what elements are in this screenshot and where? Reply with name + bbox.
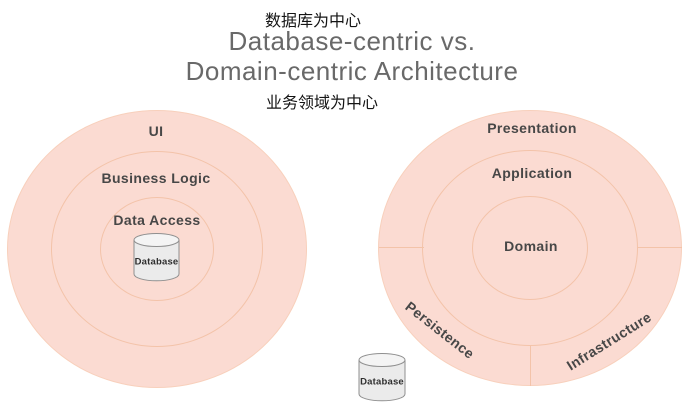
right-database-label: Database bbox=[360, 376, 404, 388]
sector-divider-left bbox=[379, 247, 424, 248]
left-ring-label-ui: UI bbox=[148, 123, 164, 139]
sector-divider-right bbox=[637, 247, 682, 248]
page-title: Database-centric vs. Domain-centric Arch… bbox=[112, 26, 592, 86]
database-cylinder-icon: Database bbox=[133, 232, 180, 282]
external-database-cylinder-icon: Database bbox=[358, 352, 406, 402]
sector-divider-bottom bbox=[530, 346, 531, 386]
right-ring-label-domain: Domain bbox=[504, 238, 558, 254]
right-ring-label-application: Application bbox=[491, 165, 573, 181]
title-line-2: Domain-centric Architecture bbox=[185, 56, 519, 86]
database-cylinder-shape bbox=[358, 353, 406, 402]
left-database-label: Database bbox=[134, 256, 179, 268]
right-inner-ring bbox=[472, 196, 588, 300]
left-ring-label-business-logic: Business Logic bbox=[101, 170, 211, 186]
left-ring-label-data-access: Data Access bbox=[113, 212, 201, 228]
title-line-1: Database-centric vs. bbox=[228, 26, 476, 56]
database-cylinder-shape bbox=[133, 233, 180, 282]
caption-database-centric-zh: 数据库为中心 bbox=[264, 13, 362, 30]
left-middle-ring bbox=[51, 151, 263, 347]
right-ring-label-presentation: Presentation bbox=[487, 120, 577, 136]
caption-domain-centric-zh: 业务领域为中心 bbox=[265, 95, 379, 112]
